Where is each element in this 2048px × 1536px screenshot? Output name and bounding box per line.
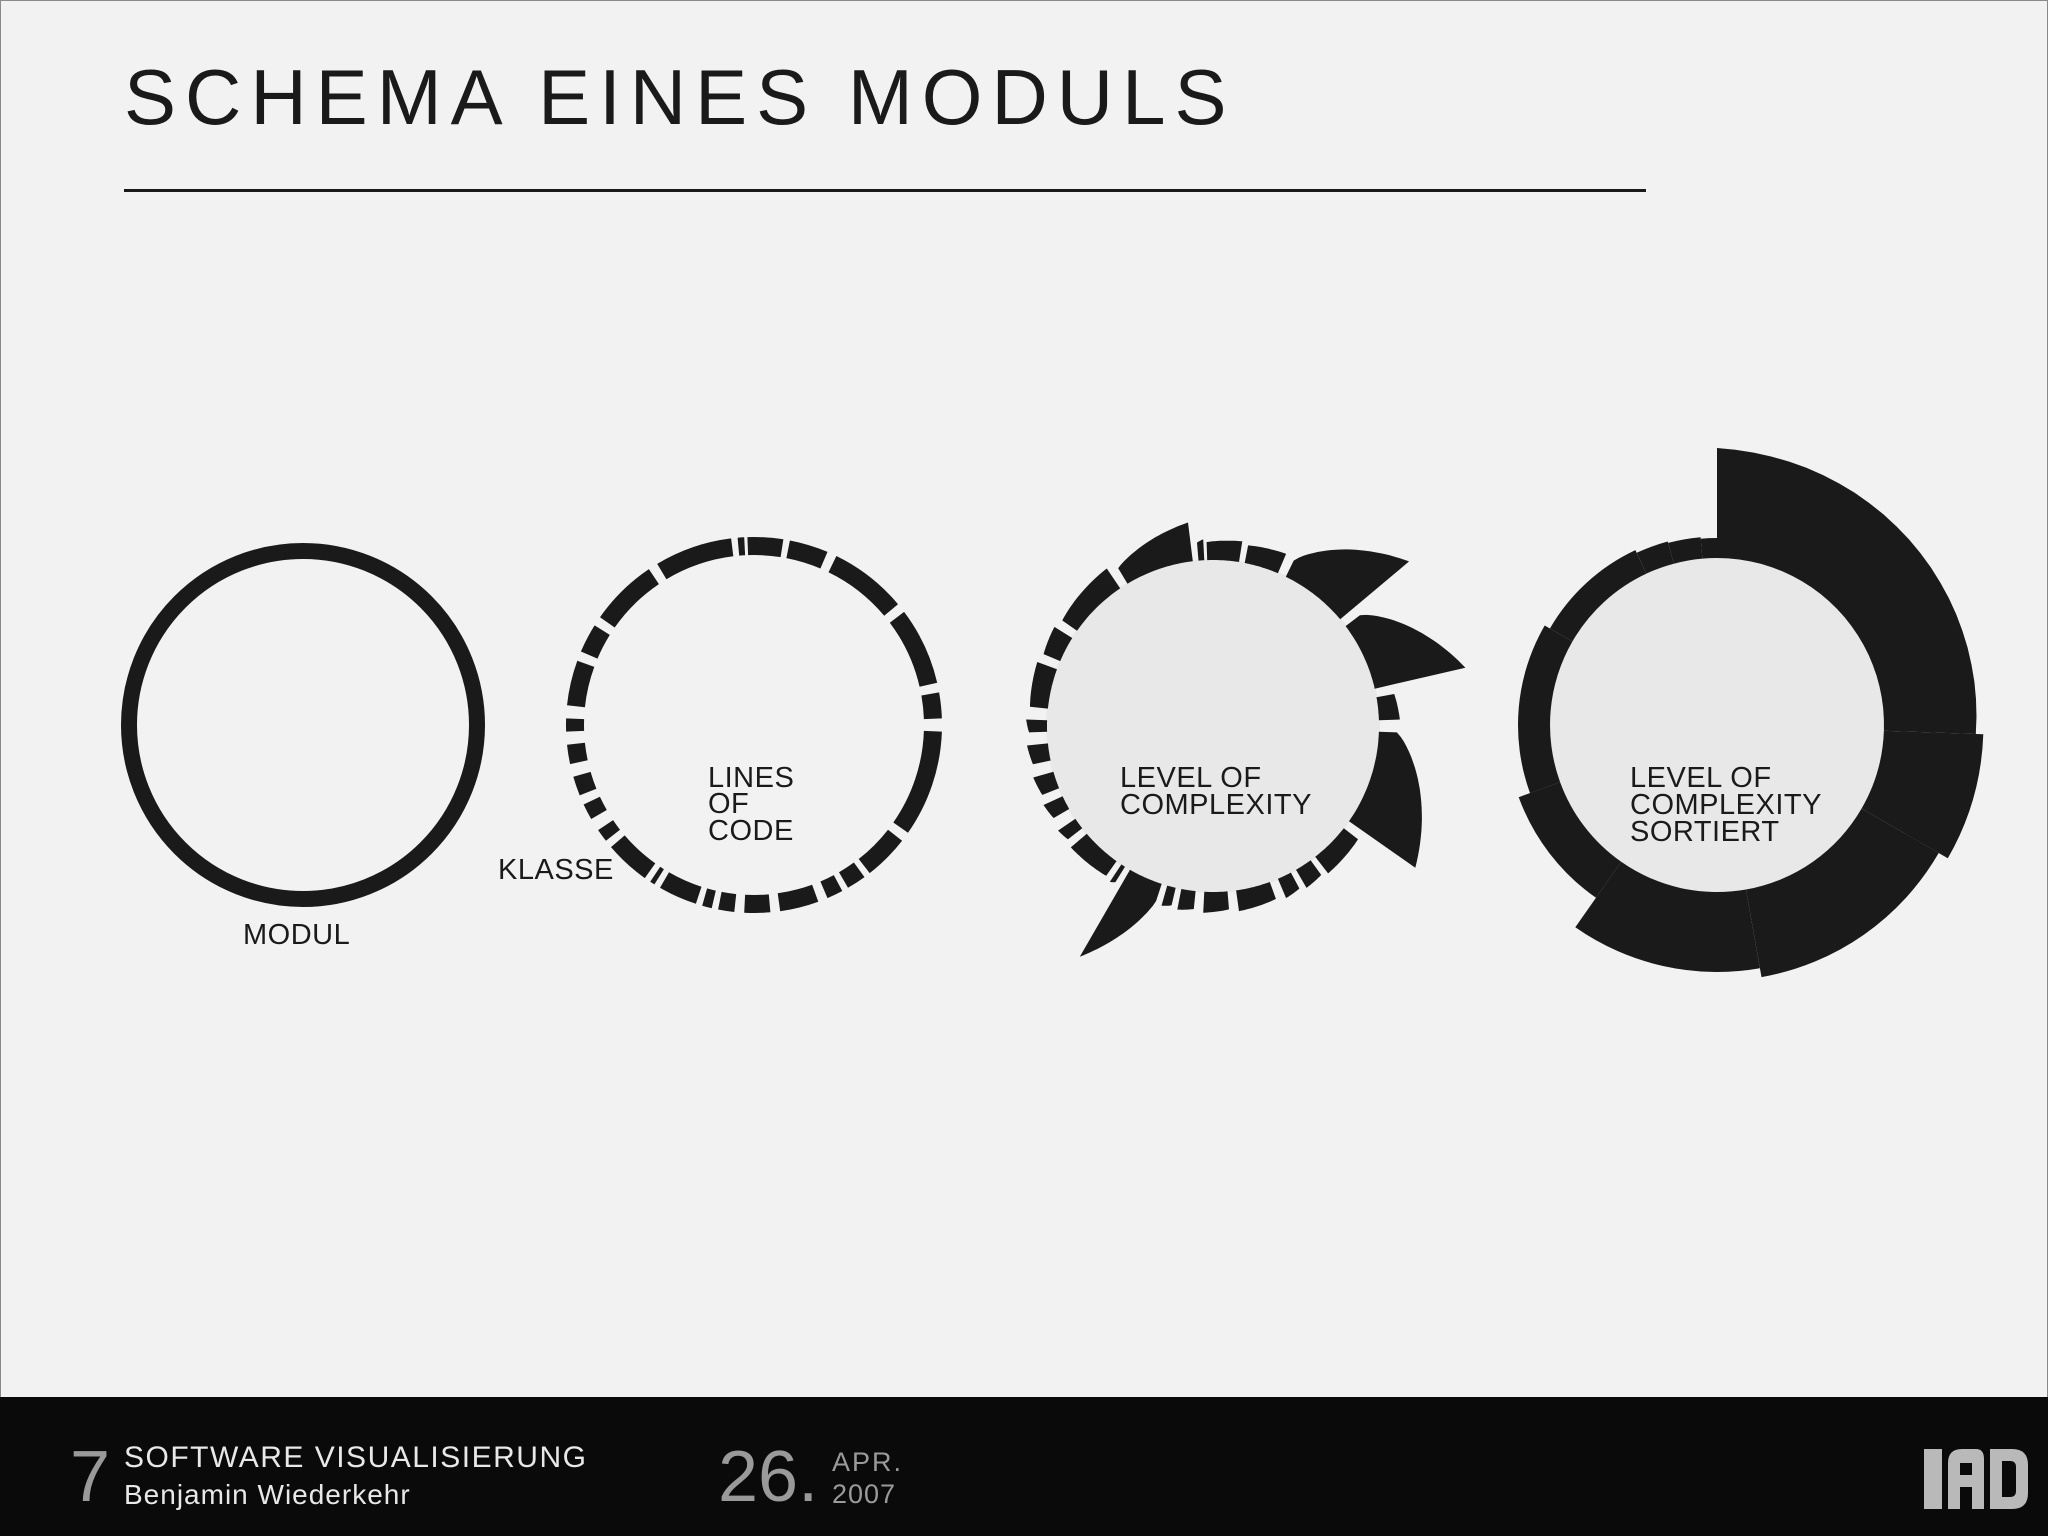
label-klasse: KLASSE: [498, 854, 614, 886]
complexity-segment-22: [1030, 662, 1057, 709]
sorted-step-5: [1518, 782, 1622, 898]
label-complexity: COMPLEXITY: [1120, 789, 1312, 821]
label-modul: MODUL: [243, 919, 350, 951]
class-segment-16: [611, 835, 656, 879]
complexity-segment-1: [1206, 540, 1243, 562]
class-segment-1: [747, 536, 784, 558]
class-segment-19: [573, 771, 597, 796]
class-segment-18: [583, 796, 607, 819]
class-segment-13: [702, 888, 716, 909]
sorted-step-3: [1746, 808, 1939, 978]
label-sortiert: SORTIERT: [1630, 816, 1780, 848]
sorted-complexity-ring: [1518, 448, 1984, 978]
complexity-segment-25: [1118, 522, 1193, 584]
complexity-ring: [1026, 522, 1466, 957]
complexity-segment-3: [1285, 549, 1410, 620]
complexity-segment-5: [1376, 694, 1400, 721]
complexity-segment-2: [1244, 545, 1287, 574]
class-segment-9: [820, 875, 843, 899]
class-segment-17: [598, 820, 620, 841]
complexity-segment-23: [1043, 626, 1073, 662]
class-segment-25: [657, 538, 734, 580]
complexity-segment-17: [1058, 818, 1083, 840]
label-sorted-level-of: LEVEL OF: [1630, 762, 1772, 794]
class-segment-6: [893, 730, 942, 833]
footer-bar: 7 SOFTWARE VISUALISIERUNG Benjamin Wiede…: [0, 1397, 2048, 1536]
complexity-segment-6: [1349, 731, 1422, 868]
complexity-segment-9: [1277, 872, 1300, 899]
complexity-segment-14: [1079, 869, 1162, 957]
page-title: SCHEMA EINES MODULS: [124, 53, 1236, 141]
complexity-segment-11: [1203, 891, 1229, 913]
sorted-step-4: [1575, 861, 1760, 972]
complexity-segment-10: [1236, 882, 1276, 912]
complexity-segment-26: [1197, 539, 1205, 561]
complexity-segment-16: [1070, 833, 1117, 876]
label-sorted-complexity: COMPLEXITY: [1630, 789, 1822, 821]
class-segment-10: [777, 884, 819, 912]
class-segment-3: [828, 556, 898, 616]
sorted-step-2: [1861, 730, 1984, 859]
complexity-segment-4: [1345, 614, 1466, 689]
class-segment-23: [580, 625, 610, 659]
presentation-title: SOFTWARE VISUALISIERUNG: [124, 1441, 588, 1474]
class-segment-15: [650, 866, 664, 885]
complexity-segment-8: [1296, 860, 1322, 888]
class-segment-21: [565, 718, 585, 732]
complexity-segment-18: [1043, 796, 1070, 818]
iad-logo: [1924, 1449, 2028, 1509]
complexity-segment-7: [1315, 828, 1358, 874]
module-ring: [121, 543, 485, 907]
author-name: Benjamin Wiederkehr: [124, 1479, 411, 1510]
label-level-of: LEVEL OF: [1120, 762, 1262, 794]
class-segment-26: [737, 537, 746, 556]
complexity-segment-13: [1161, 885, 1176, 906]
title-divider: [124, 189, 1646, 192]
complexity-segment-21: [1026, 719, 1048, 733]
class-segment-7: [858, 829, 903, 874]
class-segment-12: [718, 891, 737, 912]
module-schema-diagram: MODUL KLASSE LINES OF CODE LEVEL OF COMP…: [121, 448, 1984, 978]
class-segment-5: [921, 692, 942, 720]
class-segment-22: [567, 660, 595, 708]
label-of: OF: [708, 788, 749, 820]
class-segment-20: [567, 742, 588, 765]
sorted-step-1: [1717, 448, 1977, 734]
label-code: CODE: [708, 815, 794, 847]
lines-of-code-ring: [565, 536, 942, 913]
label-lines: LINES: [708, 762, 794, 794]
class-segment-14: [660, 872, 702, 904]
complexity-segment-12: [1177, 889, 1196, 910]
complexity-segment-15: [1109, 864, 1125, 883]
class-segment-24: [600, 569, 659, 628]
complexity-segment-24: [1062, 568, 1121, 631]
sorted-step-8: [1636, 541, 1674, 574]
date-month: APR.: [832, 1447, 904, 1477]
sorted-step-9: [1668, 537, 1703, 564]
class-segment-11: [744, 894, 771, 913]
sorted-step-7: [1549, 550, 1647, 642]
complexity-segment-19: [1033, 771, 1060, 795]
sorted-step-10: [1700, 537, 1717, 559]
slide-number: 7: [70, 1437, 111, 1517]
complexity-segment-20: [1027, 743, 1051, 765]
sorted-step-6: [1518, 625, 1573, 794]
class-segment-8: [839, 862, 865, 888]
class-segment-4: [889, 611, 938, 687]
class-segment-2: [786, 540, 828, 569]
date-day: 26.: [718, 1437, 819, 1517]
date-year: 2007: [832, 1479, 897, 1509]
